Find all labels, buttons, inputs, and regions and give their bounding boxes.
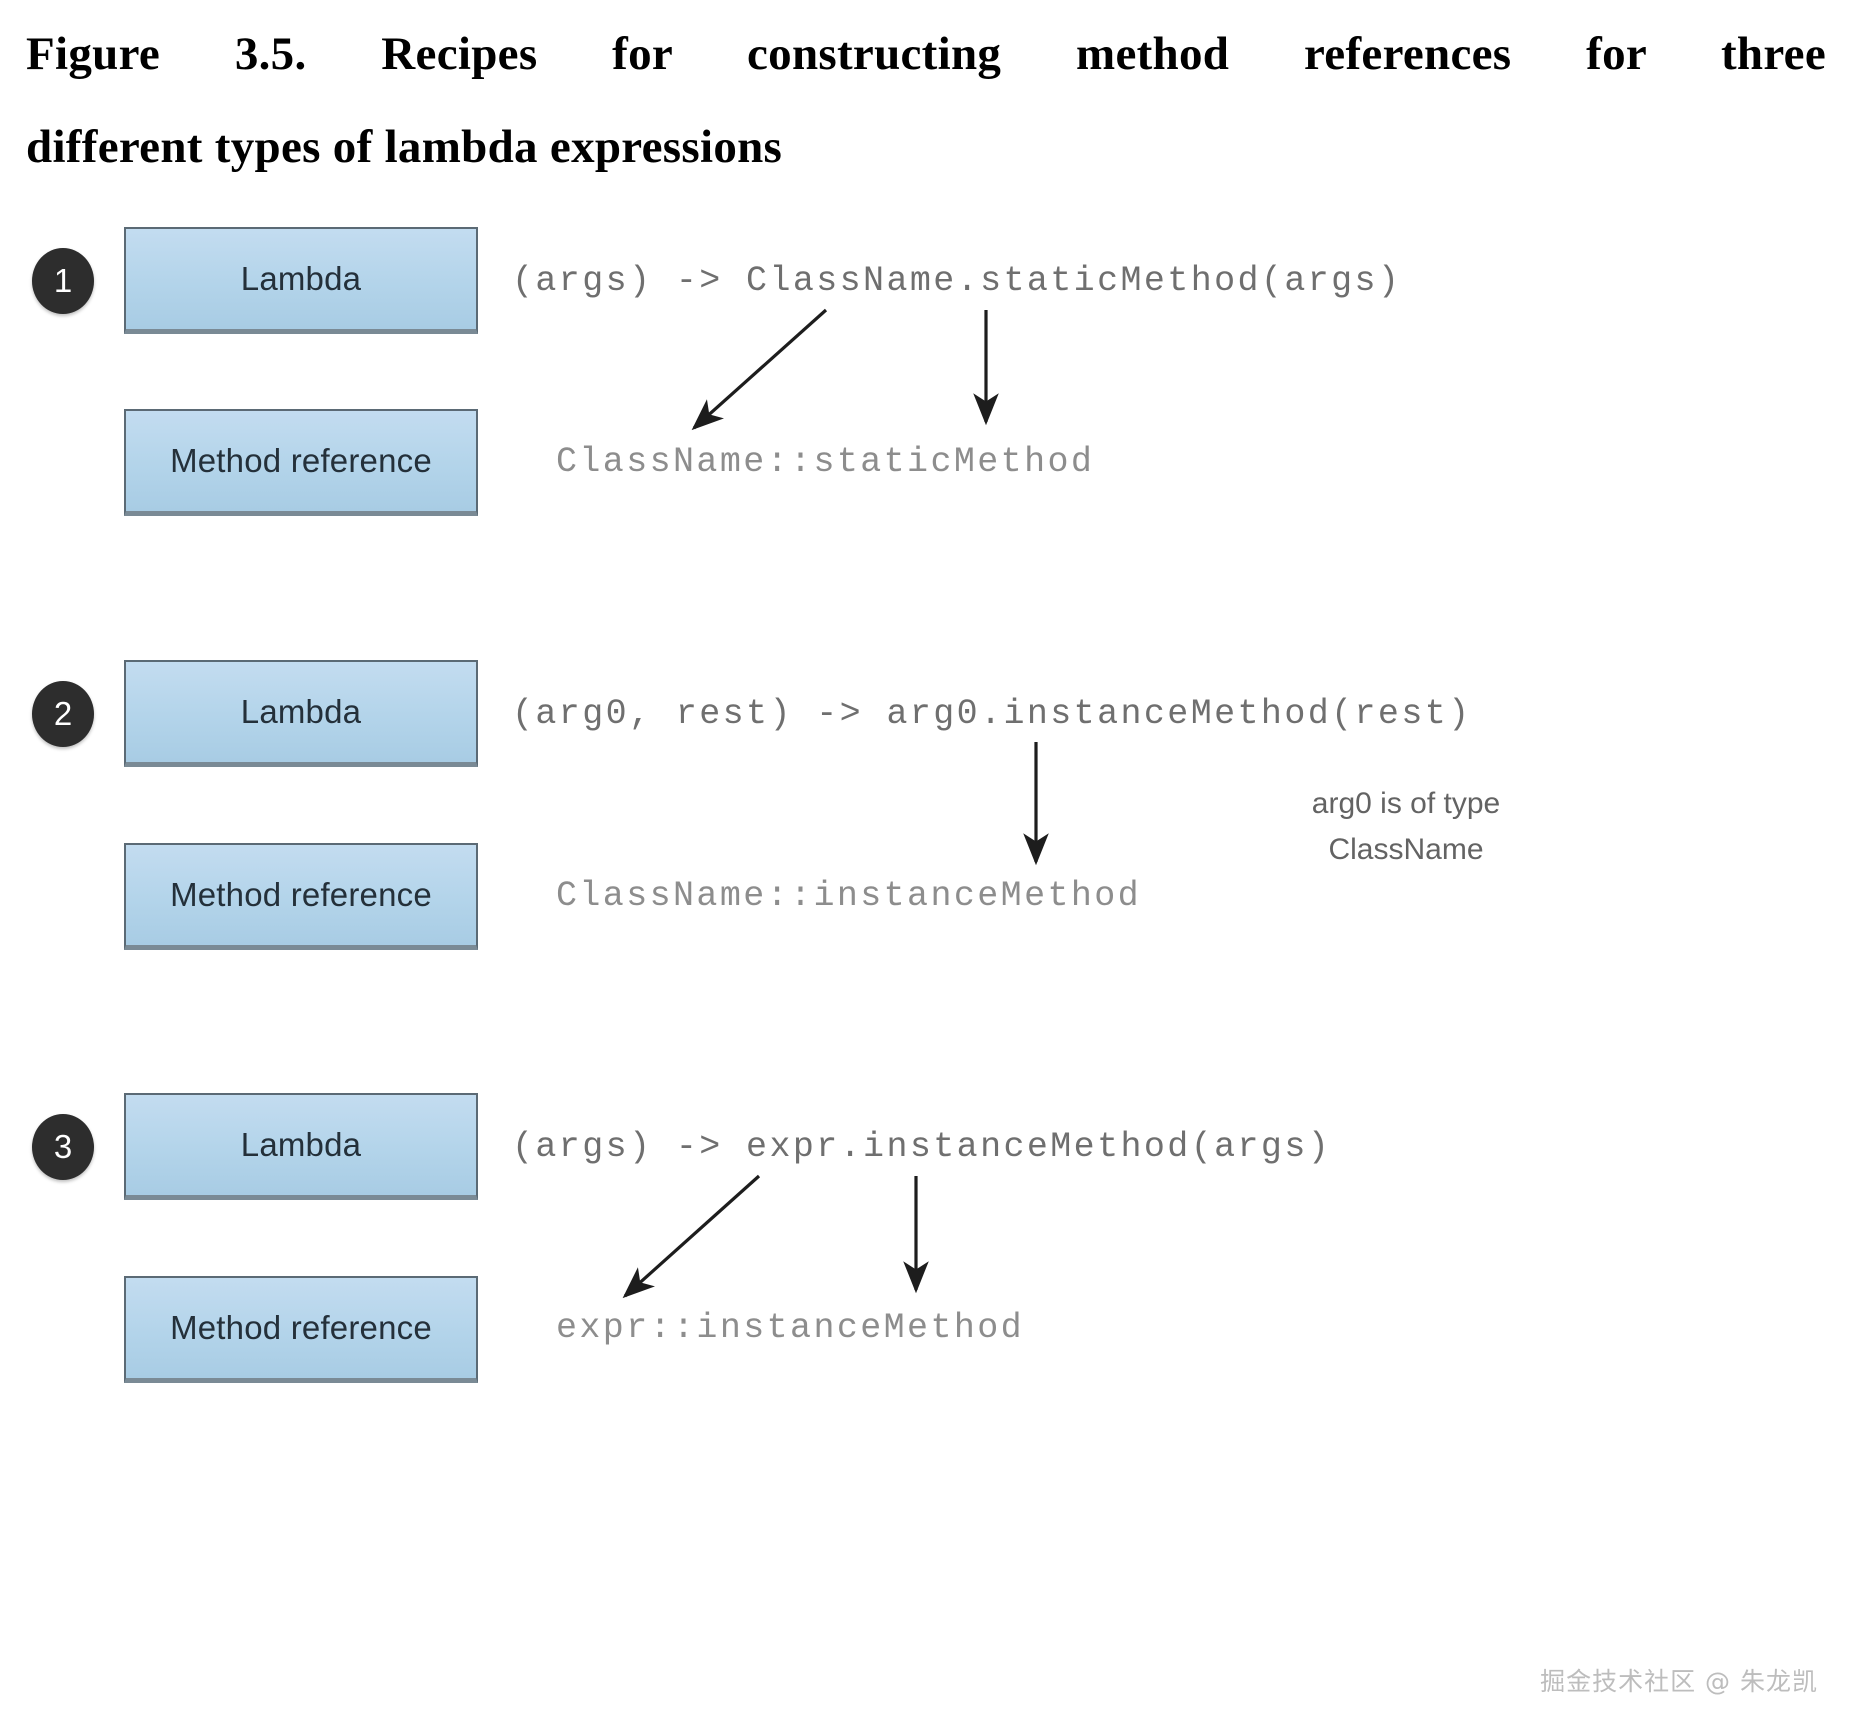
lambda-box-2: Lambda xyxy=(124,660,478,767)
step-badge-3: 3 xyxy=(32,1114,94,1180)
lambda-box-3: Lambda xyxy=(124,1093,478,1200)
step-badge-1: 1 xyxy=(32,248,94,314)
step-badge-2-number: 2 xyxy=(53,695,73,732)
lambda-box-1-label: Lambda xyxy=(240,260,362,297)
arrow-diagonal-3 xyxy=(622,1174,761,1299)
method-reference-box-2-label: Method reference xyxy=(170,876,432,913)
method-reference-code-3: expr::instanceMethod xyxy=(556,1308,1025,1348)
method-reference-box-3: Method reference xyxy=(124,1276,478,1383)
lambda-code-2: (arg0, rest) -> arg0.instanceMethod(rest… xyxy=(512,694,1472,734)
lambda-code-3: (args) -> expr.instanceMethod(args) xyxy=(512,1127,1332,1167)
method-reference-box-1: Method reference xyxy=(124,409,478,516)
lambda-box-3-label: Lambda xyxy=(240,1126,362,1163)
method-reference-box-3-label: Method reference xyxy=(170,1309,432,1346)
arrow-diagonal-1 xyxy=(691,308,828,431)
lambda-box-1: Lambda xyxy=(124,227,478,334)
page-title-line-2: different types of lambda expressions xyxy=(26,121,783,173)
method-reference-code-1: ClassName::staticMethod xyxy=(556,442,1095,482)
method-reference-code-2: ClassName::instanceMethod xyxy=(556,876,1142,916)
method-reference-box-2: Method reference xyxy=(124,843,478,950)
lambda-box-2-label: Lambda xyxy=(240,693,362,730)
step-badge-1-number: 1 xyxy=(53,262,73,299)
page-title-line-1: Figure 3.5. Recipes for constructing met… xyxy=(26,28,1826,80)
watermark: 掘金技术社区 @ 朱龙凯 xyxy=(1540,1667,1818,1696)
step-badge-3-number: 3 xyxy=(53,1128,73,1165)
annotation-arg0-type: arg0 is of type ClassName xyxy=(1311,787,1501,866)
lambda-code-1: (args) -> ClassName.staticMethod(args) xyxy=(512,261,1402,301)
method-reference-box-1-label: Method reference xyxy=(170,442,432,479)
step-badge-2: 2 xyxy=(32,681,94,747)
page-title: Figure 3.5. Recipes for constructing met… xyxy=(26,8,1826,194)
